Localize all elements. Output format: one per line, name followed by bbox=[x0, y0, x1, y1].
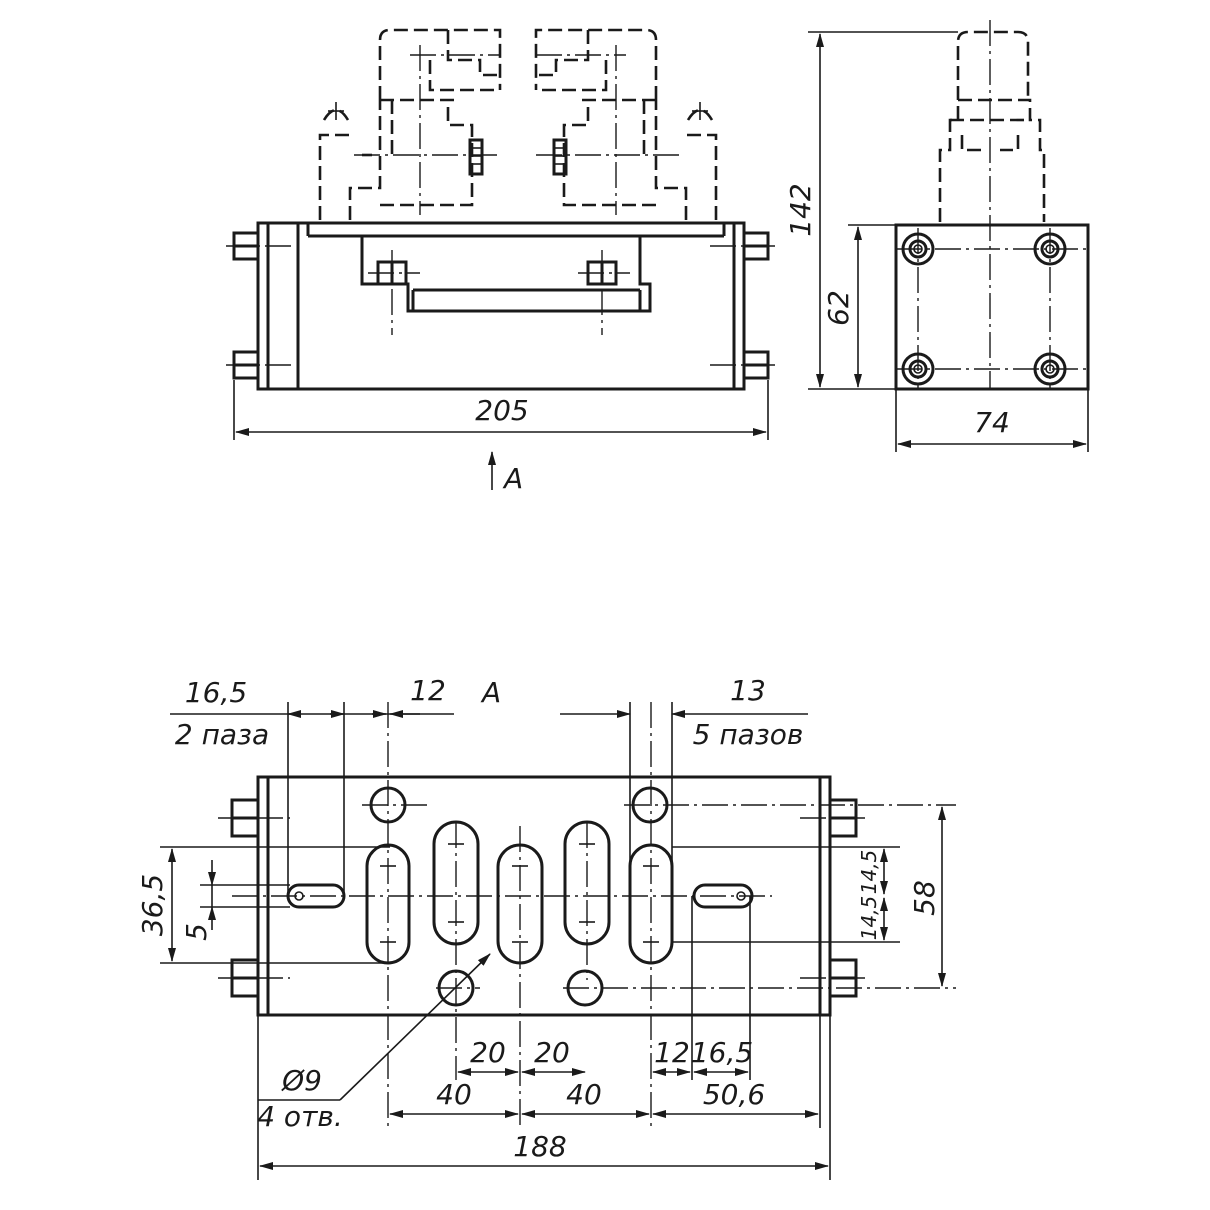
dim-span-1: 40 bbox=[436, 1078, 472, 1111]
dims-bottom: 20 20 12 16,5 40 40 50,6 188 bbox=[257, 896, 831, 1180]
dimension-205: 205 bbox=[233, 380, 769, 440]
dim-overall: 188 bbox=[513, 1130, 566, 1163]
dim-height-left: 36,5 bbox=[136, 874, 169, 936]
front-phantom-solenoids bbox=[318, 28, 718, 220]
view-arrow-a: A bbox=[488, 451, 523, 495]
dim-right-lower: 14,5 bbox=[857, 896, 881, 941]
front-view: 205 A bbox=[226, 28, 776, 495]
front-bolts-left bbox=[226, 231, 292, 380]
hole-leader: Ø9 4 отв. bbox=[257, 953, 491, 1133]
side-view: 142 62 74 bbox=[784, 20, 1090, 452]
view-a-title: A bbox=[480, 676, 501, 709]
dims-right: 14,5 14,5 58 bbox=[672, 806, 946, 987]
hole-dia-label: Ø9 bbox=[281, 1064, 322, 1097]
dim-62-label: 62 bbox=[822, 290, 855, 326]
dim-pitch-1: 20 bbox=[470, 1036, 506, 1069]
dim-pitch-4: 16,5 bbox=[691, 1036, 753, 1069]
dim-slot-gap-left: 12 bbox=[410, 674, 446, 707]
dim-pitch-3: 12 bbox=[654, 1036, 690, 1069]
dim-span-2: 40 bbox=[566, 1078, 602, 1111]
dim-right-upper: 14,5 bbox=[857, 850, 881, 895]
dim-205-label: 205 bbox=[475, 394, 528, 427]
front-bolts-right bbox=[710, 231, 776, 380]
view-arrow-a-label: A bbox=[502, 462, 523, 495]
dims-left: 36,5 5 bbox=[136, 846, 390, 964]
view-a-bolts bbox=[218, 798, 870, 998]
dim-height-right: 58 bbox=[908, 880, 941, 916]
dim-slot-left-note: 2 паза bbox=[175, 718, 269, 751]
dim-pitch-2: 20 bbox=[534, 1036, 570, 1069]
dim-74-label: 74 bbox=[974, 406, 1010, 439]
dim-slot-width-left: 16,5 bbox=[185, 676, 247, 709]
front-inner-channel bbox=[360, 236, 652, 313]
dim-small-offset: 5 bbox=[180, 923, 213, 941]
view-a: A bbox=[136, 674, 956, 1180]
hole-count-label: 4 отв. bbox=[257, 1100, 343, 1133]
dims-top-left: 16,5 2 паза 12 bbox=[170, 674, 454, 896]
side-body-outline bbox=[894, 223, 1090, 391]
dims-top-right: 13 5 пазов bbox=[560, 674, 808, 870]
dim-slot-width-right: 13 bbox=[730, 674, 766, 707]
dim-span-3: 50,6 bbox=[703, 1078, 765, 1111]
side-screw-heads bbox=[896, 228, 1088, 388]
dim-142-label: 142 bbox=[784, 183, 817, 236]
dim-slot-right-note: 5 пазов bbox=[693, 718, 804, 751]
mounting-holes bbox=[362, 786, 956, 1007]
front-body-outline bbox=[256, 221, 746, 391]
